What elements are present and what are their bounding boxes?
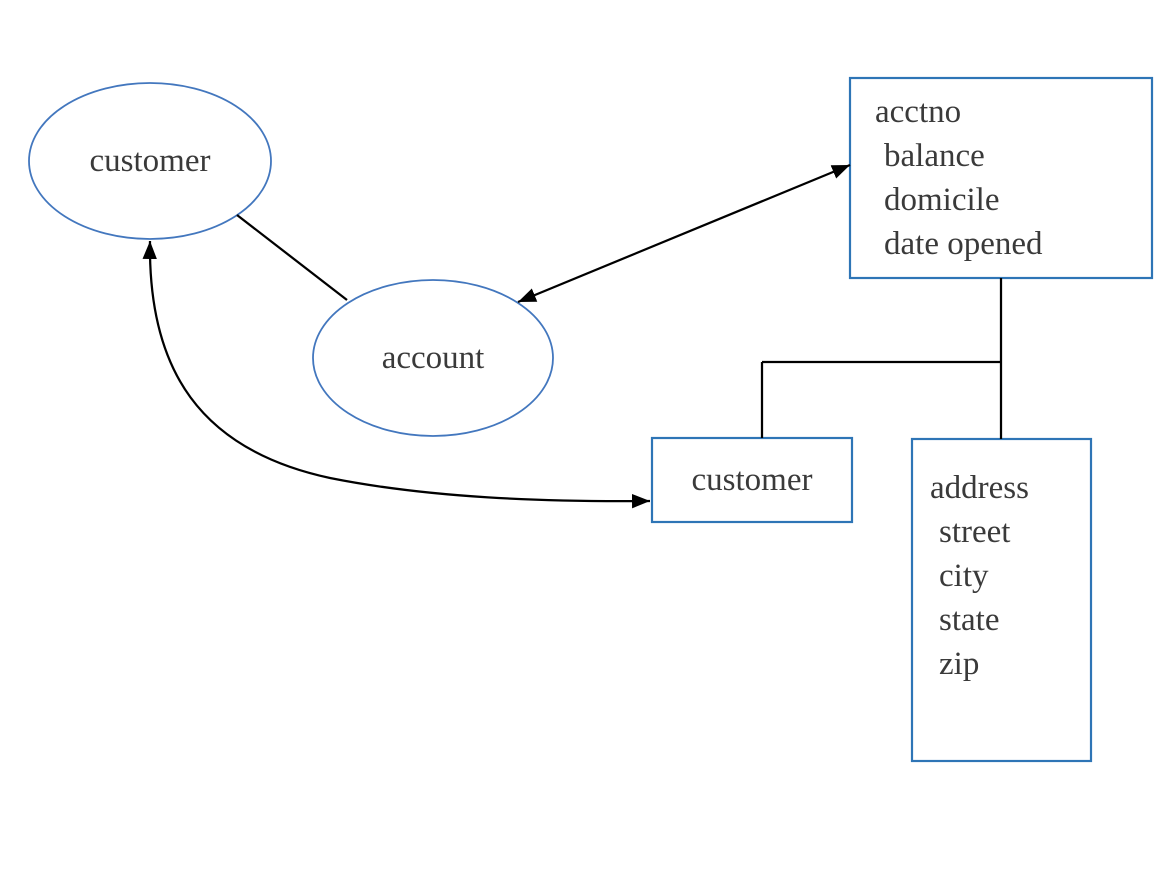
account-ellipse — [312, 279, 554, 437]
customer-ellipse — [28, 82, 272, 240]
customer-ref-curved-arrow — [142, 240, 651, 509]
account-attributes-double-arrow — [517, 163, 851, 304]
customer-account-line — [236, 214, 348, 301]
account-attributes-box — [848, 76, 1154, 280]
address-attributes-box — [910, 437, 1093, 763]
customer-ref-box — [650, 436, 854, 524]
